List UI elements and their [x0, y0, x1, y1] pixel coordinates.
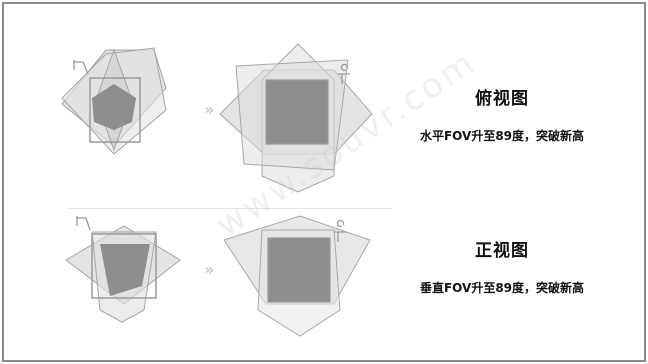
top-after-diagram — [219, 43, 373, 193]
top-before-box — [89, 77, 141, 143]
top-after-viewer-icon — [338, 63, 350, 84]
top-before-viewer-icon — [73, 61, 89, 75]
top-before-diagram — [61, 47, 167, 155]
bottom-label-block: 正视图 垂直FOV升至89度，突破新高 — [402, 236, 602, 296]
top-before-screen — [92, 84, 136, 130]
row-divider — [68, 208, 392, 209]
top-after-screen — [265, 79, 329, 145]
bottom-before-screen — [100, 244, 150, 296]
bottom-after-screen — [267, 237, 331, 303]
bottom-arrow-icon: » — [204, 260, 215, 279]
bottom-after-viewer-icon — [334, 219, 346, 242]
top-arrow-icon: » — [204, 100, 215, 119]
bottom-before-box — [91, 233, 157, 299]
bottom-before-viewer-icon — [76, 217, 91, 231]
bottom-description: 垂直FOV升至89度，突破新高 — [419, 281, 585, 295]
bottom-after-diagram — [223, 215, 371, 337]
bottom-title: 正视图 — [475, 241, 529, 261]
top-title: 俯视图 — [475, 89, 529, 109]
fov-diagrams — [61, 43, 373, 337]
bottom-before-diagram — [65, 216, 181, 323]
top-description: 水平FOV升至89度，突破新高 — [419, 129, 585, 143]
top-label-block: 俯视图 水平FOV升至89度，突破新高 — [402, 84, 602, 144]
